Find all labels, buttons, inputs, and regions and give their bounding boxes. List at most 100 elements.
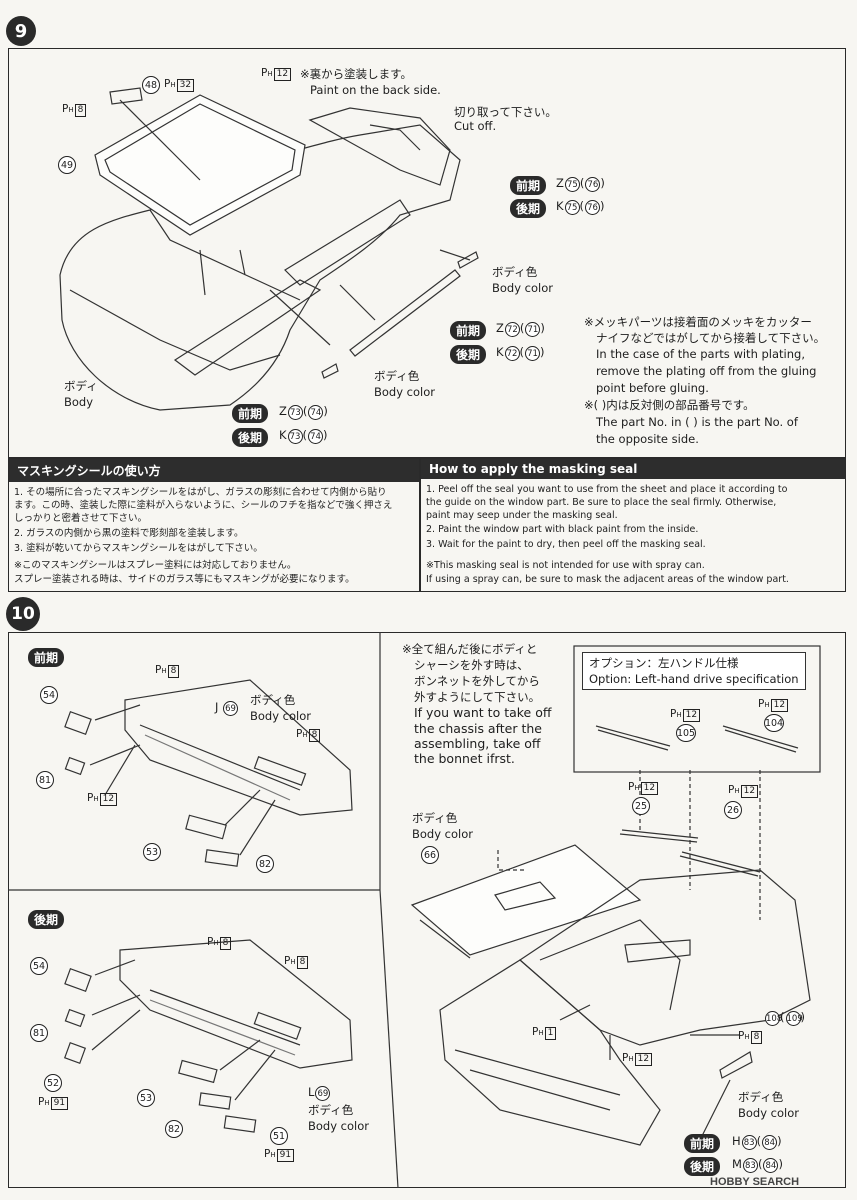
masking-ja-1: 1. その場所に合ったマスキングシールをはがし、ガラスの彫刻に合わせて内側から貼… xyxy=(14,487,387,498)
masking-header-ja: マスキングシールの使い方 xyxy=(9,459,419,482)
back-note-en: Paint on the back side. xyxy=(310,83,441,97)
chassis-note-8: the bonnet ifrst. xyxy=(414,751,515,766)
masking-en-1: 1. Peel off the seal you want to use fro… xyxy=(426,484,788,495)
body-label-en: Body xyxy=(64,395,94,409)
early-tag-bot: 前期 xyxy=(232,404,269,423)
late-tag-top: 後期 xyxy=(510,199,547,218)
masking-ja-6: ※このマスキングシールはスプレー塗料には対応しておりません。 xyxy=(14,560,297,571)
step-9-badge: 9 xyxy=(6,16,36,46)
part-82-late: 82 xyxy=(165,1120,183,1138)
chassis-note-7: assembling, take off xyxy=(414,736,541,751)
step10-body-color-ja-3: ボディ色 xyxy=(412,811,458,825)
early-tag-mid: 前期 xyxy=(450,321,487,340)
chassis-note-6: the chassis after the xyxy=(414,721,542,736)
chassis-note-5: If you want to take off xyxy=(414,705,552,720)
step10-body-color-ja-1: ボディ色 xyxy=(250,693,296,707)
early-tag-top: 前期 xyxy=(510,176,547,195)
step10-late-tag: 後期 xyxy=(28,910,65,929)
masking-en-3: paint may seep under the masking seal. xyxy=(426,510,618,521)
step10-h-early-tag: 前期 xyxy=(684,1134,721,1153)
option-title-en: Option: Left-hand drive specification xyxy=(589,672,799,686)
cut-note-en: Cut off. xyxy=(454,119,497,133)
body-color-ja-2: ボディ色 xyxy=(374,369,420,383)
body-label-ja: ボディ xyxy=(64,379,98,393)
step10-h-late-tag: 後期 xyxy=(684,1157,721,1176)
part-25: 25 xyxy=(632,797,650,815)
part-66: 66 xyxy=(421,846,439,864)
masking-panel xyxy=(8,458,846,592)
body-color-en-2: Body color xyxy=(374,385,436,399)
part-52-late: 52 xyxy=(44,1074,62,1092)
part-81-early: 81 xyxy=(36,771,54,789)
plating-note-6: ※( )内は反対側の部品番号です。 xyxy=(584,398,755,412)
body-shell-drawing xyxy=(59,87,479,411)
masking-en-4: 2. Paint the window part with black pain… xyxy=(426,524,699,535)
part-51-late: 51 xyxy=(270,1127,288,1145)
chassis-note-3: ボンネットを外してから xyxy=(414,674,540,688)
masking-en-6: ※This masking seal is not intended for u… xyxy=(426,560,705,571)
body-color-ja-1: ボディ色 xyxy=(492,265,538,279)
late-tag-mid: 後期 xyxy=(450,345,487,364)
part-54-late: 54 xyxy=(30,957,48,975)
plating-note-2: ナイフなどではがしてから接着して下さい。 xyxy=(596,331,826,345)
step-10-panel xyxy=(8,632,846,1188)
chassis-note-2: シャーシを外す時は、 xyxy=(414,658,529,672)
cut-note-ja: 切り取って下さい。 xyxy=(454,105,557,119)
masking-ja-4: 2. ガラスの内側から黒の塗料で彫刻部を塗装します。 xyxy=(14,528,244,539)
part-105: 105 xyxy=(676,724,696,742)
chassis-note-1: ※全て組んだ後にボディと xyxy=(402,642,538,656)
watermark: HOBBY SEARCH xyxy=(710,1176,800,1188)
masking-ja-3: しっかりと密着させて下さい。 xyxy=(14,513,148,524)
part-104: 104 xyxy=(764,714,784,732)
step-10-badge: 10 xyxy=(6,597,40,631)
part-48-callout: 48 xyxy=(142,76,160,94)
part-81-late: 81 xyxy=(30,1024,48,1042)
masking-ja-2: ます。この時、塗装した際に塗料が入らないように、シールのフチを指などで強く押さえ xyxy=(14,500,393,511)
masking-ja-5: 3. 塗料が乾いてからマスキングシールをはがして下さい。 xyxy=(14,543,263,554)
part-108-109: 108(109) xyxy=(765,1010,805,1026)
masking-ja-7: スプレー塗装される時は、サイドのガラス等にもマスキングが必要になります。 xyxy=(14,574,355,585)
plating-note-5: point before gluing. xyxy=(596,381,709,395)
plating-note-3: In the case of the parts with plating, xyxy=(596,347,805,361)
chassis-note-4: 外すようにして下さい。 xyxy=(414,690,541,704)
step10-body-color-en-1: Body color xyxy=(250,709,312,723)
option-title-box: オプション：左ハンドル仕様 Option: Left-hand drive sp… xyxy=(582,652,806,690)
masking-header-en: How to apply the masking seal xyxy=(421,459,845,479)
plating-note-7: The part No. in ( ) is the part No. of xyxy=(596,415,798,429)
masking-en-2: the guide on the window part. Be sure to… xyxy=(426,497,777,508)
step10-early-tag: 前期 xyxy=(28,648,65,667)
part-49-callout: 49 xyxy=(58,156,76,174)
step-9-panel xyxy=(8,48,846,458)
code-j69: J 69 xyxy=(215,700,239,716)
plating-note-8: the opposite side. xyxy=(596,432,699,446)
masking-en-5: 3. Wait for the paint to dry, then peel … xyxy=(426,539,706,550)
body-color-en-1: Body color xyxy=(492,281,554,295)
back-note-ja: ※裏から塗装します。 xyxy=(300,67,412,81)
part-26: 26 xyxy=(724,801,742,819)
part-82-early: 82 xyxy=(256,855,274,873)
part-53-late: 53 xyxy=(137,1089,155,1107)
step10-body-color-en-4: Body color xyxy=(738,1106,800,1120)
